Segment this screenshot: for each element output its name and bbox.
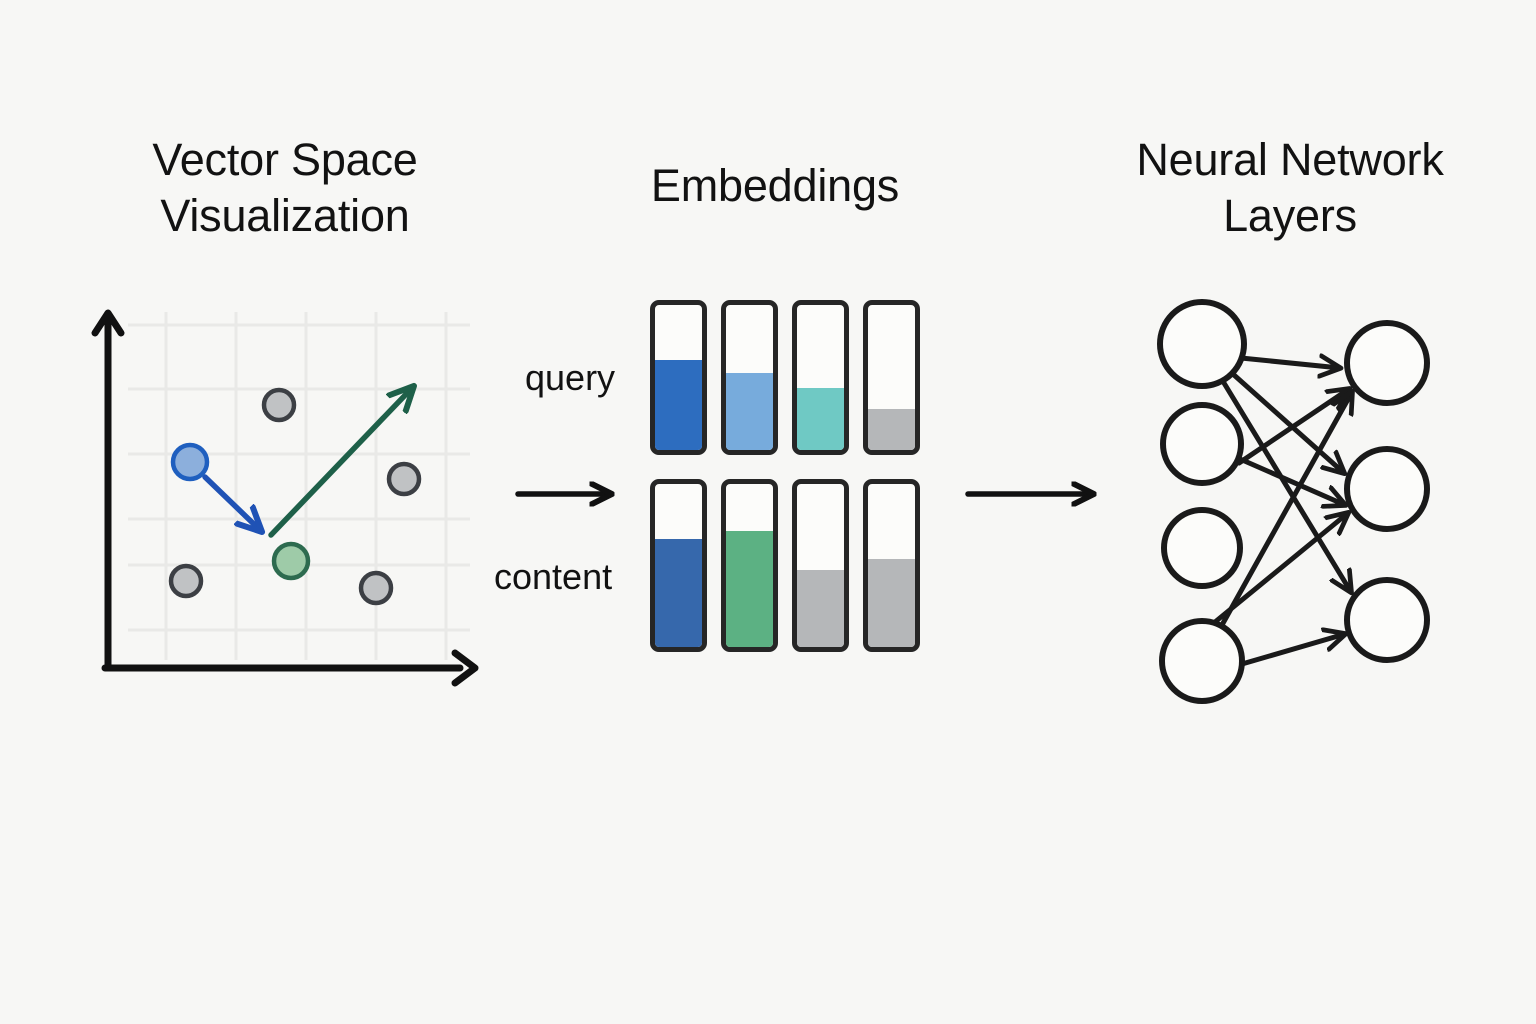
content-bar-4-fill [868, 558, 915, 647]
edge-in1-out2 [1231, 372, 1344, 473]
embeddings-title: Embeddings [650, 160, 900, 211]
output-node-2 [1344, 446, 1430, 532]
input-node-1 [1157, 299, 1247, 389]
blue-vector-arrow [202, 474, 260, 530]
edge-in2-out1 [1236, 389, 1349, 466]
query-bar-2 [721, 300, 778, 455]
green-point-match [271, 541, 311, 581]
input-node-2 [1160, 402, 1244, 486]
query-bar-1-fill [655, 360, 702, 450]
vector-arrows [202, 388, 412, 538]
network-nodes [1157, 299, 1430, 704]
content-bar-2-fill [726, 531, 773, 647]
query-bar-4-fill [868, 409, 915, 450]
green-vector-arrow [268, 388, 412, 538]
embedding-row-label-query: query [525, 357, 616, 398]
edge-in4-out2 [1212, 513, 1348, 625]
gray-point-2 [386, 461, 422, 497]
content-bar-2 [721, 479, 778, 652]
edge-in1-out1 [1238, 358, 1340, 368]
gray-point-3 [168, 563, 204, 599]
edge-in1-out3 [1221, 380, 1351, 592]
vector-space-title: Vector Space Visualization [152, 134, 418, 242]
content-bar-1 [650, 479, 707, 652]
edge-in4-out1 [1219, 392, 1352, 628]
scatter-points [168, 387, 422, 606]
query-bar-1 [650, 300, 707, 455]
input-node-4 [1159, 618, 1245, 704]
query-bar-4 [863, 300, 920, 455]
neural-network-title: Neural Network Layers [1136, 134, 1444, 242]
scatter-grid [128, 312, 470, 660]
query-bar-2-fill [726, 373, 773, 450]
output-node-3 [1344, 577, 1430, 663]
gray-point-1 [261, 387, 297, 423]
edge-in2-out2 [1237, 456, 1345, 505]
network-edges [1212, 358, 1352, 667]
query-bar-3-fill [797, 387, 844, 450]
content-bar-3 [792, 479, 849, 652]
input-node-3 [1161, 507, 1243, 589]
content-bar-3-fill [797, 570, 844, 647]
blue-point-query [170, 442, 210, 482]
scatter-axes [91, 309, 479, 687]
gray-point-4 [358, 570, 394, 606]
query-bar-3 [792, 300, 849, 455]
output-node-1 [1344, 320, 1430, 406]
content-bar-4 [863, 479, 920, 652]
content-bar-1-fill [655, 539, 702, 647]
edge-in4-out3 [1239, 634, 1345, 667]
embedding-row-label-content: content [494, 556, 613, 597]
